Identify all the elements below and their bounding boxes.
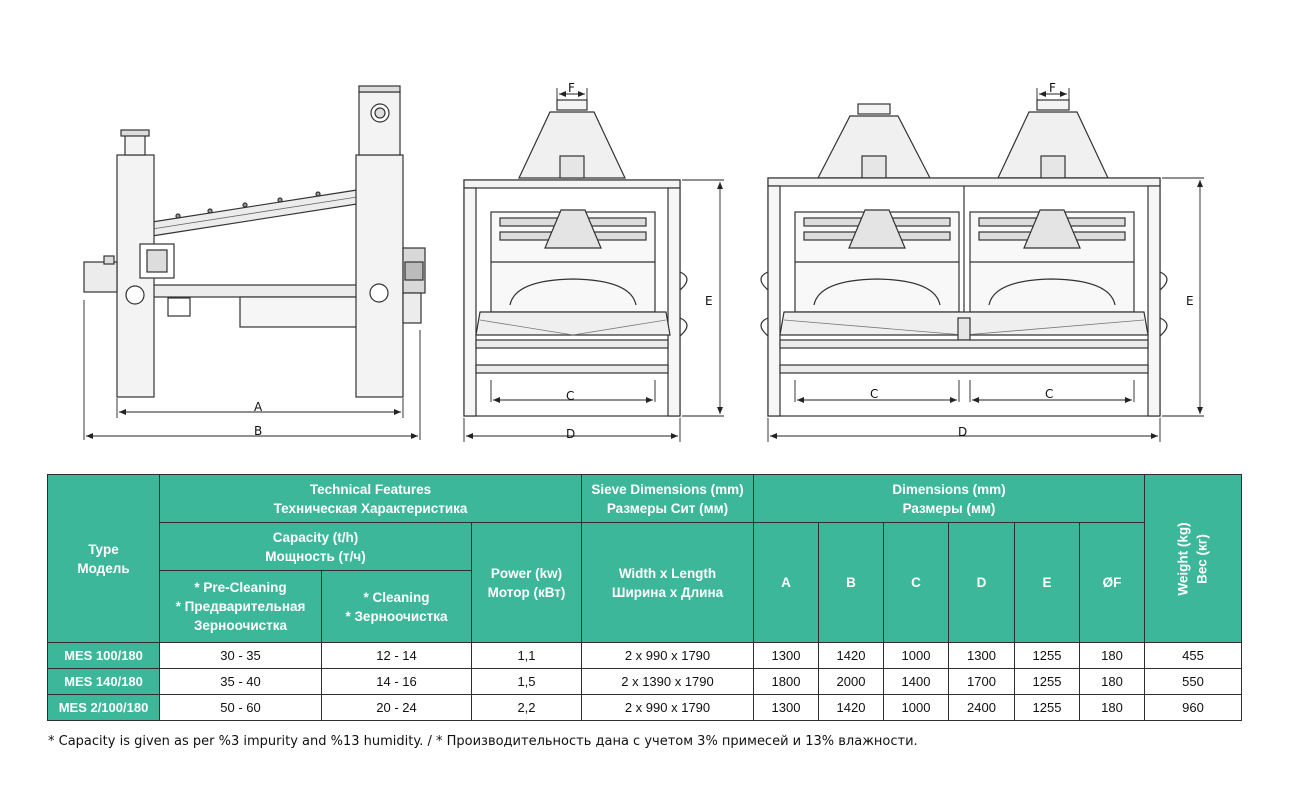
dim-label-c-double-left: C bbox=[870, 387, 878, 401]
type-cell: MES 2/100/180 bbox=[47, 694, 160, 721]
dim-a-cell: 1800 bbox=[753, 668, 819, 695]
power-cell: 1,5 bbox=[471, 668, 582, 695]
pre-cleaning-header: * Pre-Cleaning * Предварительная Зернооч… bbox=[159, 570, 322, 643]
power-cell: 1,1 bbox=[471, 642, 582, 669]
dim-label-d-double: D bbox=[958, 425, 967, 439]
capacity-footnote: * Capacity is given as per %3 impurity a… bbox=[48, 734, 918, 749]
dim-f-cell: 180 bbox=[1079, 642, 1145, 669]
dim-a-cell: 1300 bbox=[753, 642, 819, 669]
dimensions-header: Dimensions (mm) Размеры (мм) bbox=[753, 474, 1145, 523]
dim-col-e: E bbox=[1014, 522, 1080, 643]
dim-col-c: C bbox=[883, 522, 949, 643]
capacity-header: Capacity (t/h) Мощность (т/ч) bbox=[159, 522, 472, 571]
dim-e-cell: 1255 bbox=[1014, 668, 1080, 695]
dim-d-cell: 2400 bbox=[948, 694, 1015, 721]
dim-c-cell: 1000 bbox=[883, 642, 949, 669]
front-view-single-dimensions bbox=[463, 88, 724, 442]
table-row: MES 100/180 30 - 35 12 - 14 1,1 2 x 990 … bbox=[47, 642, 1242, 669]
dim-col-f: ØF bbox=[1079, 522, 1145, 643]
front-view-single bbox=[463, 99, 688, 417]
weight-cell: 455 bbox=[1144, 642, 1242, 669]
dim-e-cell: 1255 bbox=[1014, 694, 1080, 721]
dim-d-cell: 1300 bbox=[948, 642, 1015, 669]
dim-c-cell: 1000 bbox=[883, 694, 949, 721]
type-cell: MES 100/180 bbox=[47, 642, 160, 669]
dim-a-cell: 1300 bbox=[753, 694, 819, 721]
cleaning-cell: 12 - 14 bbox=[321, 642, 472, 669]
sieve-cell: 2 x 990 x 1790 bbox=[581, 642, 754, 669]
sieve-dimensions-header: Sieve Dimensions (mm) Размеры Сит (мм) bbox=[581, 474, 754, 523]
dim-label-b: B bbox=[254, 424, 262, 438]
dim-b-cell: 1420 bbox=[818, 694, 884, 721]
dim-col-d: D bbox=[948, 522, 1015, 643]
dim-label-e-single: E bbox=[705, 294, 713, 308]
type-cell: MES 140/180 bbox=[47, 668, 160, 695]
dim-label-f-single: F bbox=[568, 81, 575, 95]
table-row: MES 140/180 35 - 40 14 - 16 1,5 2 x 1390… bbox=[47, 668, 1242, 695]
sieve-cell: 2 x 990 x 1790 bbox=[581, 694, 754, 721]
dim-label-c-double-right: C bbox=[1045, 387, 1053, 401]
table-row: MES 2/100/180 50 - 60 20 - 24 2,2 2 x 99… bbox=[47, 694, 1242, 721]
side-view-dimensions bbox=[83, 300, 421, 440]
sieve-cell: 2 x 1390 x 1790 bbox=[581, 668, 754, 695]
pre-cleaning-cell: 35 - 40 bbox=[159, 668, 322, 695]
width-length-header: Width x Length Ширина x Длина bbox=[581, 522, 754, 643]
cleaning-cell: 20 - 24 bbox=[321, 694, 472, 721]
dim-col-b: B bbox=[818, 522, 884, 643]
dim-col-a: A bbox=[753, 522, 819, 643]
front-view-double bbox=[760, 99, 1168, 417]
dim-label-d-single: D bbox=[566, 427, 575, 441]
dim-f-cell: 180 bbox=[1079, 694, 1145, 721]
technical-drawing: A B bbox=[83, 81, 1204, 442]
weight-cell: 960 bbox=[1144, 694, 1242, 721]
power-cell: 2,2 bbox=[471, 694, 582, 721]
dim-b-cell: 2000 bbox=[818, 668, 884, 695]
side-view bbox=[83, 85, 426, 398]
dim-label-c-single: C bbox=[566, 389, 574, 403]
weight-header: Weight (kg) Вес (кг) bbox=[1144, 474, 1242, 643]
specifications-table: Type Модель Technical Features Техническ… bbox=[47, 474, 1242, 721]
dim-label-e-double: E bbox=[1186, 294, 1194, 308]
technical-features-header: Technical Features Техническая Характери… bbox=[159, 474, 582, 523]
dim-c-cell: 1400 bbox=[883, 668, 949, 695]
weight-cell: 550 bbox=[1144, 668, 1242, 695]
dim-e-cell: 1255 bbox=[1014, 642, 1080, 669]
cleaning-cell: 14 - 16 bbox=[321, 668, 472, 695]
power-header: Power (kw) Мотор (кВт) bbox=[471, 522, 582, 643]
cleaning-header: * Cleaning * Зерноочистка bbox=[321, 570, 472, 643]
type-header: Type Модель bbox=[47, 474, 160, 643]
dim-b-cell: 1420 bbox=[818, 642, 884, 669]
pre-cleaning-cell: 30 - 35 bbox=[159, 642, 322, 669]
dim-d-cell: 1700 bbox=[948, 668, 1015, 695]
dim-label-a: A bbox=[254, 400, 263, 414]
front-view-double-dimensions bbox=[767, 88, 1204, 442]
dim-f-cell: 180 bbox=[1079, 668, 1145, 695]
pre-cleaning-cell: 50 - 60 bbox=[159, 694, 322, 721]
dim-label-f-double: F bbox=[1049, 81, 1056, 95]
